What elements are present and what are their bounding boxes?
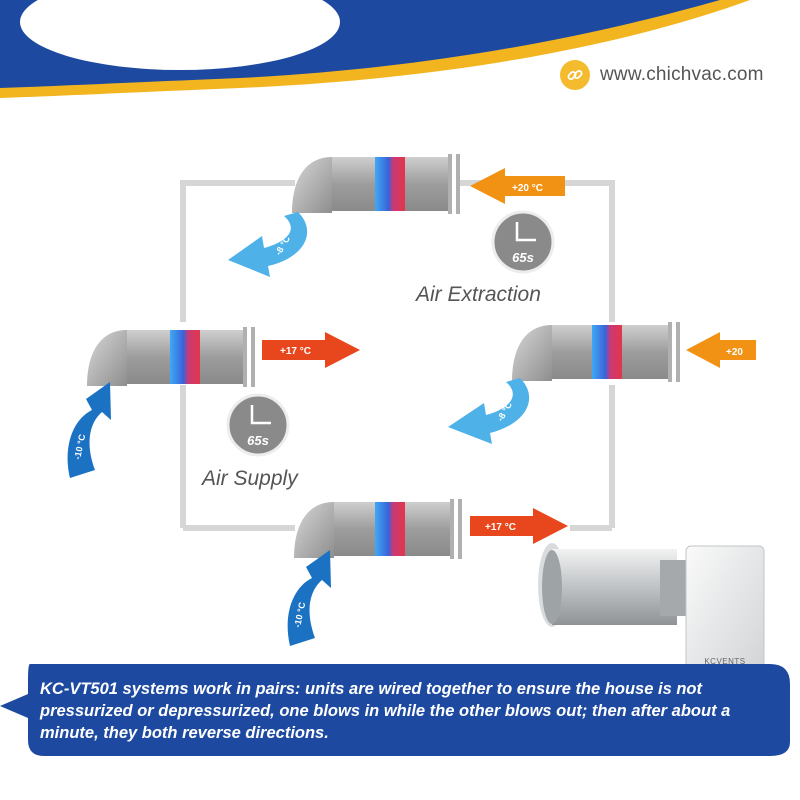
pipe-frame bbox=[180, 180, 615, 531]
arrow-right-in: +20 bbox=[686, 332, 756, 368]
ventilator-unit-left bbox=[87, 327, 255, 387]
link-icon bbox=[560, 60, 590, 90]
arrow-left-in: -10 °C bbox=[67, 382, 111, 478]
temp-label-right-in: +20 bbox=[726, 347, 743, 358]
ventilator-unit-top bbox=[292, 154, 460, 214]
website-link[interactable]: www.chichvac.com bbox=[560, 60, 764, 90]
timer-supply-label: 65s bbox=[247, 433, 269, 448]
banner-highlight bbox=[20, 0, 340, 70]
clock-icon bbox=[226, 393, 290, 457]
arrow-top-out: -8 °C bbox=[228, 212, 308, 277]
timer-supply: 65s bbox=[226, 393, 290, 457]
air-supply-label: Air Supply bbox=[202, 467, 298, 490]
temp-label-left-out: +17 °C bbox=[280, 346, 311, 357]
caption-bubble bbox=[0, 664, 790, 756]
timer-extraction: 65s bbox=[491, 210, 555, 274]
clock-icon bbox=[491, 210, 555, 274]
ventilator-unit-bottom bbox=[294, 499, 462, 559]
timer-extraction-label: 65s bbox=[512, 250, 534, 265]
temp-label-top-in: +20 °C bbox=[512, 183, 543, 194]
arrow-right-out: -8 °C bbox=[448, 378, 530, 444]
product-brand: KCVENTS bbox=[704, 657, 745, 666]
arrow-left-out: +17 °C bbox=[262, 332, 360, 368]
arrow-bottom-out: +17 °C bbox=[470, 508, 568, 544]
ventilator-unit-right bbox=[512, 322, 680, 382]
header-banner bbox=[0, 0, 750, 98]
temp-label-bottom-out: +17 °C bbox=[485, 522, 516, 533]
arrow-top-in: +20 °C bbox=[470, 168, 565, 204]
arrow-bottom-in: -10 °C bbox=[287, 550, 331, 646]
air-extraction-label: Air Extraction bbox=[416, 283, 541, 306]
website-url[interactable]: www.chichvac.com bbox=[600, 64, 764, 85]
product-image: KCVENTS bbox=[538, 543, 765, 689]
caption-text: KC-VT501 systems work in pairs: units ar… bbox=[40, 680, 731, 742]
